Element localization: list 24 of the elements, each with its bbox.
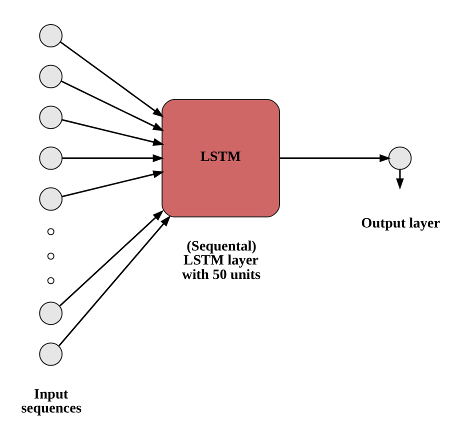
node-circle bbox=[38, 23, 62, 47]
node-circle bbox=[38, 186, 62, 210]
arrow bbox=[58, 210, 164, 306]
arrow bbox=[62, 154, 164, 162]
node-circle bbox=[388, 146, 412, 170]
arrow bbox=[396, 169, 404, 190]
node-circle bbox=[38, 301, 62, 325]
label: Input sequences bbox=[20, 386, 82, 416]
node-label: Output layer bbox=[360, 214, 440, 231]
node-circle bbox=[46, 276, 54, 284]
node-circle bbox=[46, 228, 54, 235]
node-circle bbox=[38, 64, 62, 88]
arrow bbox=[58, 214, 170, 346]
node-box: LSTM bbox=[161, 98, 280, 217]
arrow bbox=[59, 40, 164, 117]
node-label: (Sequental) LSTM layer with 50 units bbox=[182, 238, 260, 282]
node-circle bbox=[38, 105, 62, 129]
arrow bbox=[60, 80, 164, 131]
arrow bbox=[279, 154, 390, 162]
arrow bbox=[61, 170, 164, 197]
node-circle bbox=[38, 342, 62, 366]
node-circle bbox=[46, 252, 54, 260]
arrow bbox=[61, 118, 164, 146]
node-circle bbox=[38, 146, 62, 170]
